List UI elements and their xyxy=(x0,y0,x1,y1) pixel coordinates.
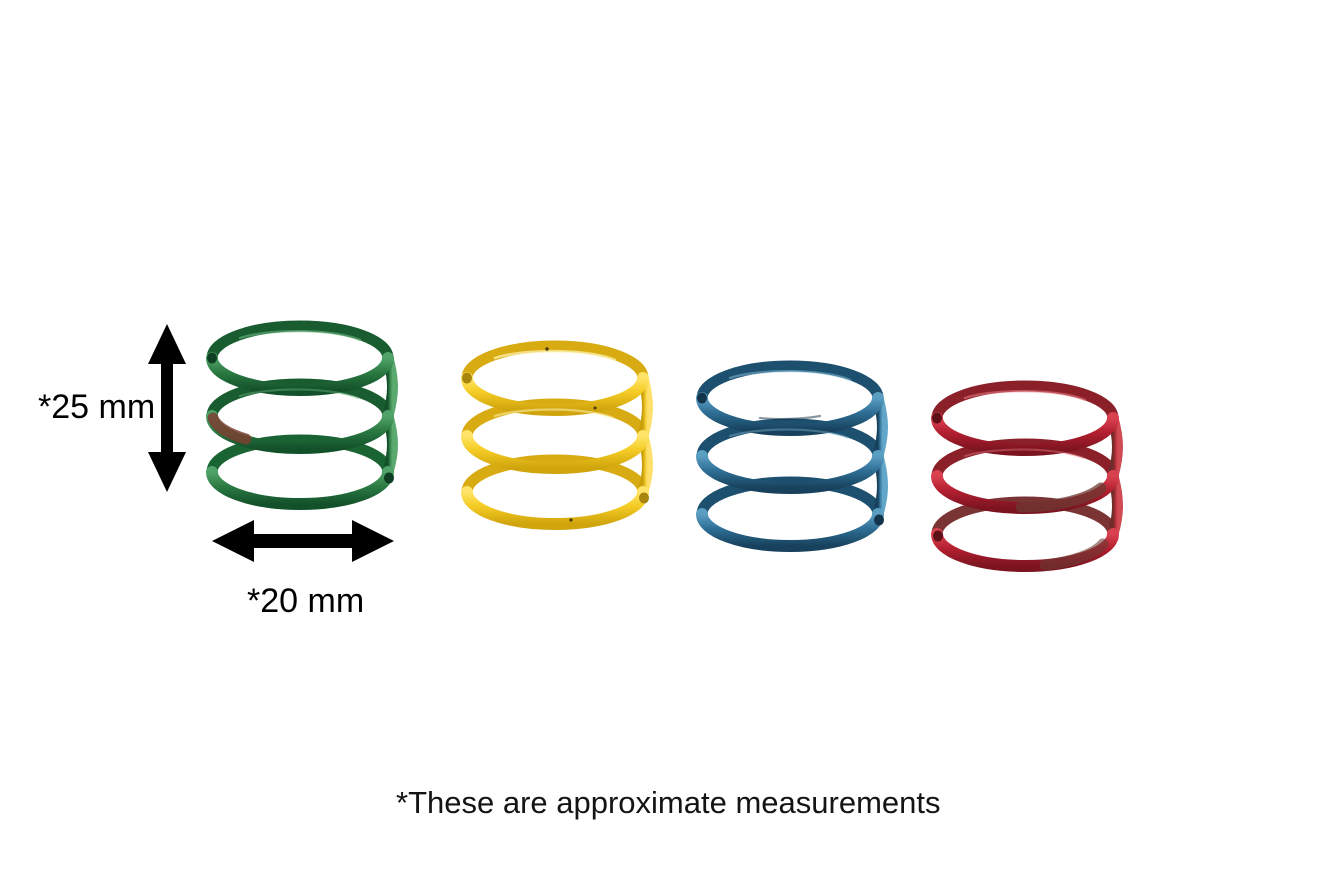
height-dimension-arrow xyxy=(148,324,186,492)
width-dimension-arrow xyxy=(212,520,394,562)
approximate-measurements-caption: *These are approximate measurements xyxy=(396,785,941,820)
yellow-spring xyxy=(461,340,653,530)
height-measurement-label: *25 mm xyxy=(38,388,156,426)
width-measurement-label: *20 mm xyxy=(247,582,365,620)
red-spring xyxy=(931,380,1123,572)
blue-spring xyxy=(696,360,888,552)
green-spring xyxy=(206,320,398,510)
